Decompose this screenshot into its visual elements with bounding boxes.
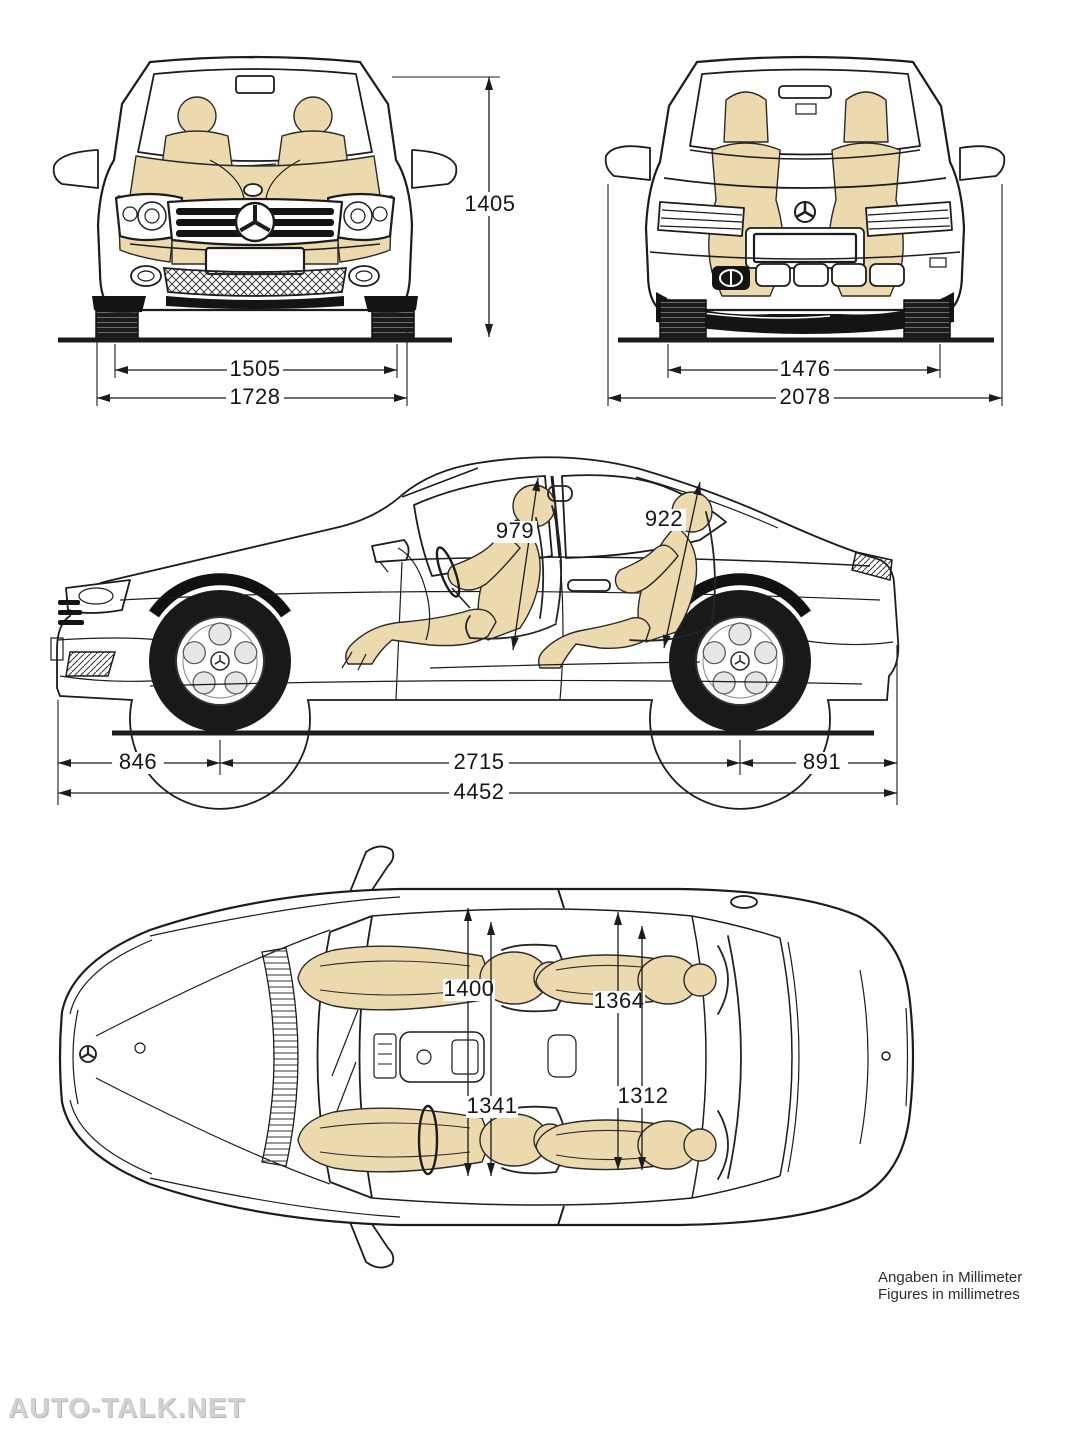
dim-overall-length-value: 4452 xyxy=(454,779,505,804)
units-note-en: Figures in millimetres xyxy=(878,1286,1020,1303)
license-plate-front xyxy=(204,246,306,276)
dim-overall-length: 4452 xyxy=(58,779,897,804)
dim-front-track-value: 1505 xyxy=(230,356,281,381)
steering-wheel-top xyxy=(417,1104,439,1176)
fog-lamp-left xyxy=(130,265,162,287)
hood-star-badge xyxy=(243,183,263,197)
left-mirror-rear xyxy=(604,145,651,181)
rear-view: 1476 2078 xyxy=(604,55,1006,409)
front-occupant-head-right xyxy=(293,96,333,136)
rear-underbody-shadow xyxy=(656,292,954,334)
dim-width-incl-mirrors-value: 2078 xyxy=(780,384,831,409)
dim-cabin-width-front-2-value: 1341 xyxy=(467,1093,518,1118)
side-mirror xyxy=(371,539,410,563)
dim-rear-track: 1476 xyxy=(667,344,941,381)
left-mirror xyxy=(52,149,99,189)
watermark: AUTO-TALK.NET xyxy=(8,1392,246,1423)
lower-intake-mesh xyxy=(162,267,348,297)
fog-lamp-right xyxy=(348,265,380,287)
dim-cabin-width-rear-2: 1312 xyxy=(617,926,669,1170)
dim-wheelbase-value: 2715 xyxy=(454,749,505,774)
dim-overall-height-value: 1405 xyxy=(465,191,516,216)
steering-wheel xyxy=(435,546,461,598)
rear-tire-left xyxy=(659,299,707,339)
top-occupant-front-passenger xyxy=(297,945,567,1011)
license-plate-rear xyxy=(752,232,858,264)
front-view: 1405 1505 1728 xyxy=(52,55,516,409)
roof-antenna xyxy=(730,895,758,909)
dim-overall-width: 1728 xyxy=(96,330,408,409)
b-pillar xyxy=(550,475,562,559)
tail-light-side xyxy=(851,551,893,581)
mercedes-star-icon-rear xyxy=(794,201,816,223)
rear-armrest xyxy=(547,1034,577,1078)
dim-width-incl-mirrors: 2078 xyxy=(607,184,1003,409)
dim-front-headroom: 979 xyxy=(493,477,541,651)
front-wheel xyxy=(149,590,291,732)
dim-cabin-width-rear-1: 1364 xyxy=(593,912,645,1170)
wheel-star-icon xyxy=(734,655,746,665)
dim-rear-overhang-value: 891 xyxy=(803,749,841,774)
headlight-side xyxy=(65,579,131,614)
dim-cabin-width-front-1: 1400 xyxy=(443,908,495,1176)
dim-overall-width-value: 1728 xyxy=(230,384,281,409)
hood-vent xyxy=(261,947,299,1167)
rear-headrest-left xyxy=(723,91,769,143)
dim-wheelbase: 2715 xyxy=(220,749,740,774)
door-handle xyxy=(567,579,611,592)
units-note-de: Angaben in Millimeter xyxy=(878,1269,1023,1286)
rearview-mirror xyxy=(235,75,275,94)
dim-cabin-width-rear-2-value: 1312 xyxy=(618,1083,669,1108)
top-occupant-rear-right xyxy=(535,1119,717,1171)
right-mirror xyxy=(411,149,458,189)
wheel-star-icon xyxy=(214,655,226,665)
mirror-top xyxy=(349,845,395,897)
dim-rear-headroom-value: 922 xyxy=(645,506,683,531)
units-note: Angaben in Millimeter Figures in millime… xyxy=(878,1269,1022,1303)
dim-rear-overhang: 891 xyxy=(740,749,897,774)
rear-wheel xyxy=(669,590,811,732)
front-fender-shadow xyxy=(149,573,291,618)
dim-rear-track-value: 1476 xyxy=(780,356,831,381)
dim-cabin-width-front-1-value: 1400 xyxy=(444,976,495,1001)
third-brake-light xyxy=(778,85,832,99)
front-splitter xyxy=(166,296,344,309)
dim-front-overhang: 846 xyxy=(58,749,220,774)
front-intake-side xyxy=(65,651,116,677)
right-mirror-rear xyxy=(959,145,1006,181)
dim-front-track: 1505 xyxy=(114,344,398,381)
dim-rear-headroom: 922 xyxy=(642,481,702,649)
side-view: 979 922 846 2715 891 4452 xyxy=(50,456,900,810)
dim-cabin-width-rear-1-value: 1364 xyxy=(594,988,645,1013)
dim-cabin-width-front-2: 1341 xyxy=(466,922,518,1176)
center-console xyxy=(399,1031,485,1083)
dim-front-headroom-value: 979 xyxy=(496,518,534,543)
car-body-top xyxy=(58,887,915,1227)
mercedes-star-icon-top xyxy=(79,1045,97,1063)
rear-headrest-right xyxy=(843,91,889,143)
dim-front-overhang-value: 846 xyxy=(119,749,157,774)
mercedes-star-icon xyxy=(234,201,276,243)
top-view: 1400 1341 1364 1312 xyxy=(58,845,915,1269)
mirror-bottom xyxy=(349,1217,395,1269)
top-occupant-driver xyxy=(297,1104,567,1176)
dim-overall-height: 1405 xyxy=(392,76,516,337)
front-occupant-head-left xyxy=(177,96,217,136)
rear-tire-right xyxy=(903,299,951,339)
